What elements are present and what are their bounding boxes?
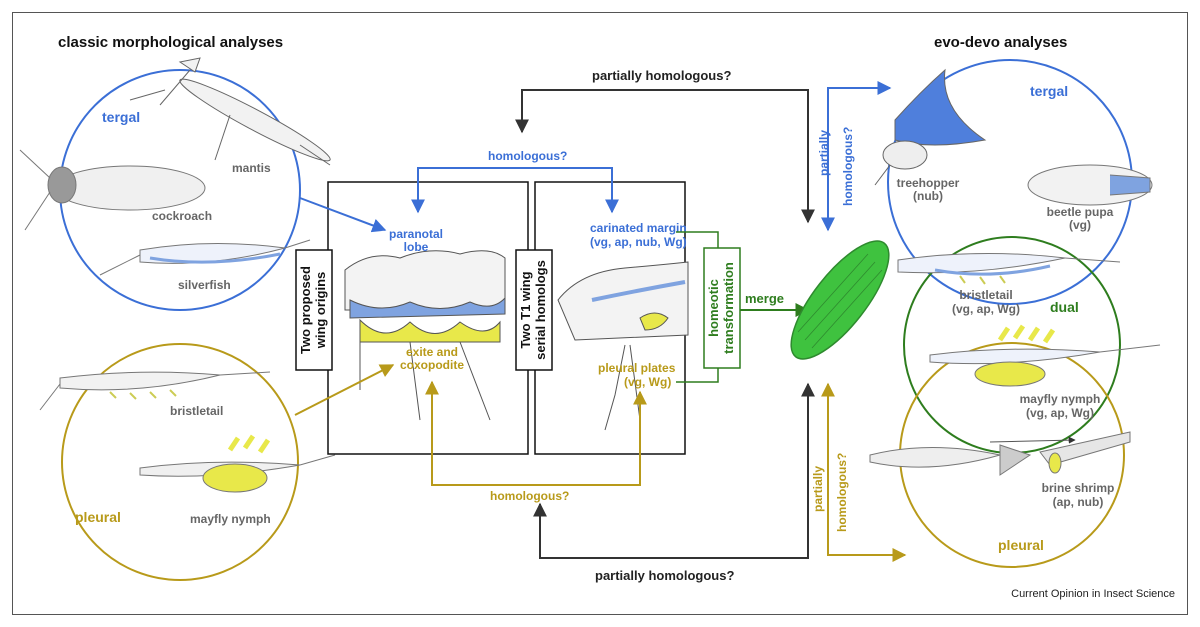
carinated-label-line2: (vg, ap, nub, Wg) — [590, 235, 687, 249]
right-bottom-label-line2: homologous? — [835, 453, 849, 532]
pleural-circle-left — [61, 343, 299, 581]
bristletail-illustration — [39, 371, 271, 411]
paranotal-label-line2: lobe — [404, 240, 429, 254]
thorax-illustration — [344, 250, 506, 421]
brine-label-line2: (ap, nub) — [1053, 495, 1104, 509]
side-label-box-left — [295, 249, 333, 371]
arrow-tergal-to-paranotal — [299, 197, 387, 233]
homologous-bottom-label: homologous? — [490, 489, 569, 503]
pleural-plates-label-line2: (vg, Wg) — [624, 375, 671, 389]
side-label-right-line1: Two T1 wing — [518, 271, 533, 348]
brine-label-line1: brine shrimp — [1042, 481, 1115, 495]
pleural-plates-label-line1: pleural plates — [598, 361, 676, 375]
beetle-pupa-illustration — [1027, 164, 1153, 206]
beetle-label-line1: beetle pupa — [1047, 205, 1114, 219]
homeotic-label-line1: homeotic — [706, 279, 721, 337]
arrow-right-pleural — [821, 382, 907, 562]
partial-top-label: partially homologous? — [592, 68, 731, 83]
paranotal-label-line1: paranotal — [389, 227, 443, 241]
bristletail-label-left: bristletail — [170, 404, 223, 418]
treehopper-illustration — [874, 68, 987, 186]
pleural-label-right: pleural — [998, 537, 1044, 553]
journal-credit: Current Opinion in Insect Science — [1011, 588, 1175, 600]
arrow-partial-top — [515, 89, 815, 224]
mantis-illustration — [129, 57, 331, 166]
arrow-right-tergal — [821, 81, 892, 232]
merge-label: merge — [745, 291, 784, 306]
cockroach-label: cockroach — [152, 209, 212, 223]
bristletail-right-label-line1: bristletail — [959, 288, 1012, 302]
right-top-label-line1: partially — [817, 130, 831, 176]
bristletail-right-label-line2: (vg, ap, Wg) — [952, 302, 1020, 316]
tergal-label-right: tergal — [1030, 83, 1068, 99]
silverfish-label: silverfish — [178, 278, 231, 292]
treehopper-label-line1: treehopper — [897, 176, 960, 190]
bristletail-right-illustration — [897, 252, 1121, 285]
pleural-label-left: pleural — [75, 509, 121, 525]
side-label-box-right — [515, 249, 553, 371]
mayfly-nymph-illustration — [139, 434, 336, 493]
homeotic-label-line2: transformation — [721, 262, 736, 354]
figure-frame — [12, 12, 1188, 615]
green-wing-illustration — [790, 240, 890, 360]
cockroach-illustration — [19, 149, 206, 231]
silverfish-illustration — [99, 239, 311, 276]
arrow-pleural-to-exite — [294, 364, 395, 416]
mayfly-right-label-line2: (vg, ap, Wg) — [1026, 406, 1094, 420]
side-label-left-line1: Two proposed — [298, 266, 313, 354]
side-label-right-line2: serial homologs — [533, 260, 548, 360]
side-label-left-line2: wing origins — [313, 272, 328, 350]
mayfly-right-label-line1: mayfly nymph — [1020, 392, 1101, 406]
heading-left: classic morphological analyses — [58, 34, 283, 51]
partial-bottom-label: partially homologous? — [595, 568, 734, 583]
arrow-partial-bottom — [533, 382, 815, 559]
right-top-label-line2: homologous? — [841, 127, 855, 206]
right-bottom-label-line1: partially — [811, 466, 825, 512]
beetle-label-line2: (vg) — [1069, 218, 1091, 232]
dual-label-right: dual — [1050, 299, 1079, 315]
tergal-label-left: tergal — [102, 109, 140, 125]
mantis-label: mantis — [232, 161, 271, 175]
mayfly-nymph-right-illustration — [929, 324, 1161, 387]
treehopper-label-line2: (nub) — [913, 189, 943, 203]
carinated-label-line1: carinated margin — [590, 221, 687, 235]
homologous-top-label: homologous? — [488, 149, 567, 163]
homeotic-box — [703, 247, 741, 369]
mayfly-nymph-label-left: mayfly nymph — [190, 512, 271, 526]
exite-label-line1: exite and — [406, 345, 458, 359]
exite-label-line2: coxopodite — [400, 358, 464, 372]
brine-shrimp-illustration — [869, 431, 1131, 476]
wing-illustration — [557, 261, 689, 431]
heading-right: evo-devo analyses — [934, 34, 1067, 51]
